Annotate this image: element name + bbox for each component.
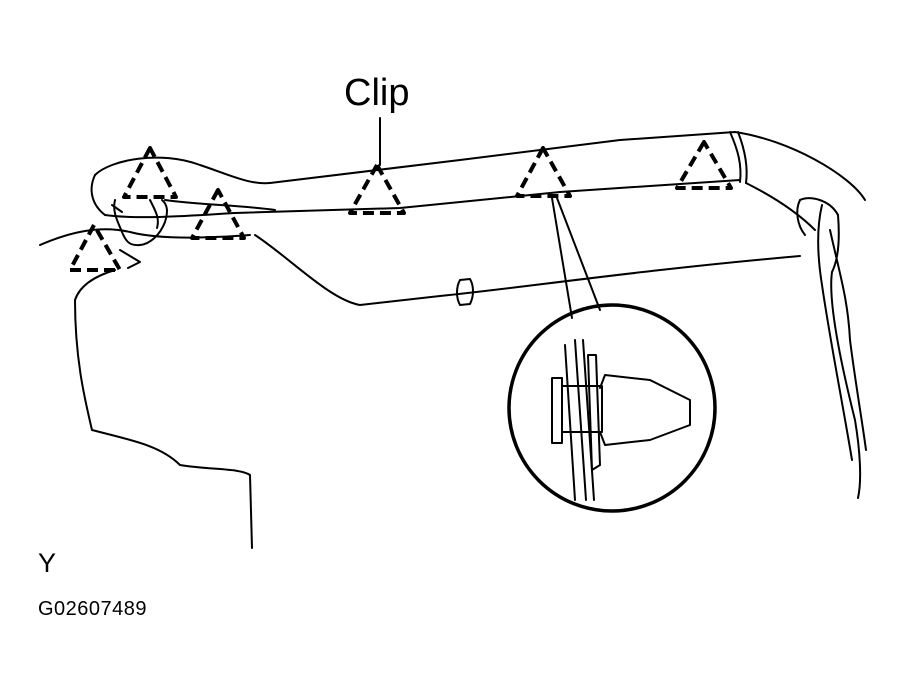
clip-marker (675, 140, 733, 190)
clip-marker (190, 188, 246, 240)
clip-marker (122, 146, 178, 199)
clip-markers (68, 140, 733, 272)
clip-callout-label: Clip (344, 72, 410, 114)
detail-leader (551, 197, 601, 319)
figure-code: G02607489 (38, 598, 148, 620)
clip-detail-view (507, 303, 717, 513)
clip-marker (515, 146, 572, 198)
view-letter: Y (38, 548, 57, 578)
clip-marker (348, 163, 406, 215)
trim-panel (39, 131, 867, 549)
clip-marker (68, 223, 122, 272)
